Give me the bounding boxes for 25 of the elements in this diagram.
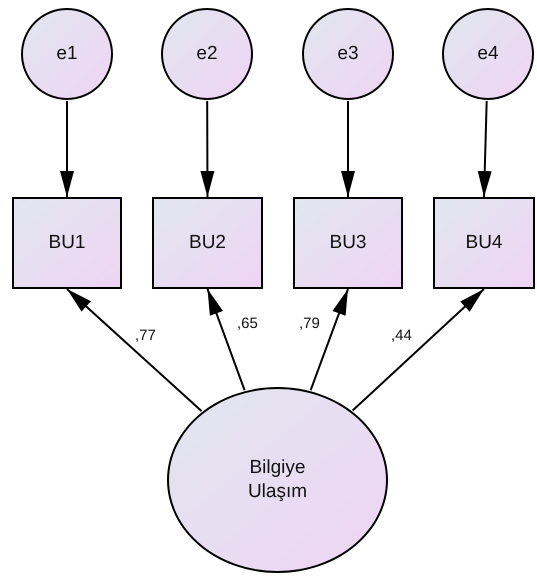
node-label: BU3 <box>330 231 366 255</box>
observed-variable-box <box>293 197 403 289</box>
arrow <box>200 101 214 197</box>
edge-label: ,65 <box>236 316 259 331</box>
arrow <box>478 100 492 198</box>
observed-variable-box <box>12 197 122 289</box>
node-label: e1 <box>56 42 78 66</box>
node-label: Bilgiye Ulaşım <box>246 456 308 504</box>
arrow <box>66 288 202 412</box>
node-label: e2 <box>196 42 218 66</box>
edge-label: ,77 <box>134 328 157 343</box>
observed-variable-box <box>152 197 263 289</box>
observed-variable-box <box>433 197 535 289</box>
edge-label: ,79 <box>298 316 321 331</box>
node-label: BU4 <box>466 231 502 255</box>
node-label: BU1 <box>48 231 86 255</box>
node-label: e4 <box>477 42 499 66</box>
edge-label: ,44 <box>390 328 413 343</box>
arrow <box>352 288 485 412</box>
arrow <box>341 101 355 197</box>
arrow <box>310 288 349 391</box>
node-label: e3 <box>337 42 359 66</box>
arrow <box>60 101 74 197</box>
node-label: BU2 <box>189 231 226 255</box>
arrow <box>206 288 246 391</box>
